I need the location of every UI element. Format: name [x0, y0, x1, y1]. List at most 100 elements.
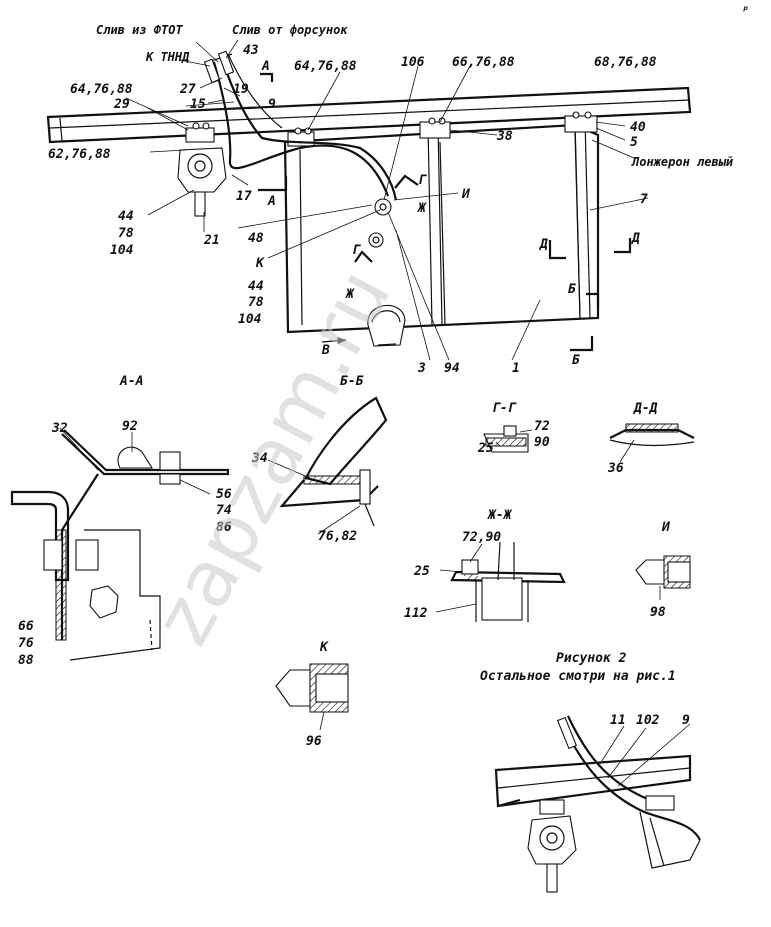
figure-subtitle: Остальное смотри на рис.1 — [480, 669, 676, 684]
callout-drain-injectors: Слив от форсунок — [232, 23, 348, 37]
view-arrow-v — [321, 337, 347, 345]
section-k-title: К — [319, 640, 329, 655]
section-gg — [483, 425, 533, 453]
svg-text:78: 78 — [248, 295, 264, 310]
callout-drain-ftot: Слив из ФТОТ — [96, 23, 183, 37]
cut-mark-g2 — [354, 250, 373, 263]
svg-text:Г: Г — [352, 243, 361, 258]
svg-text:106: 106 — [401, 55, 425, 70]
svg-text:К: К — [255, 256, 265, 271]
section-bb-title: Б-Б — [340, 374, 364, 389]
callout-to-tnnd: К ТННД — [145, 50, 190, 64]
cut-mark-b2 — [570, 336, 594, 352]
svg-text:А: А — [261, 59, 270, 74]
tank-strap-mid — [427, 124, 443, 326]
svg-text:9: 9 — [682, 713, 690, 728]
section-aa — [10, 427, 230, 661]
svg-text:68,76,88: 68,76,88 — [594, 55, 657, 70]
svg-text:15: 15 — [190, 97, 206, 112]
longeron-flange — [49, 99, 691, 129]
svg-text:Д: Д — [539, 237, 548, 252]
longeron-end — [59, 117, 63, 142]
svg-text:76,82: 76,82 — [318, 529, 357, 544]
cut-mark-d2 — [614, 238, 632, 254]
section-zhzh — [435, 541, 566, 622]
svg-text:25: 25 — [477, 441, 494, 456]
svg-text:Д: Д — [631, 231, 640, 246]
svg-text:72: 72 — [534, 419, 550, 434]
svg-text:44: 44 — [118, 209, 134, 224]
longeron-beam — [46, 86, 692, 144]
section-i-title: И — [661, 520, 670, 535]
cut-mark-a-top — [260, 72, 274, 82]
section-dd-title: Д-Д — [633, 401, 658, 416]
cut-mark-g — [394, 174, 419, 189]
section-i — [635, 555, 691, 600]
svg-text:112: 112 — [404, 606, 428, 621]
section-aa-title: А-А — [119, 374, 143, 389]
fuel-filter — [177, 147, 227, 217]
svg-text:В: В — [321, 343, 330, 358]
cut-mark-d1 — [548, 240, 566, 260]
section-dd — [609, 423, 695, 463]
svg-text:3: 3 — [417, 361, 426, 376]
figure-2 — [494, 715, 701, 893]
svg-text:Г: Г — [418, 173, 427, 188]
svg-text:17: 17 — [236, 189, 252, 204]
svg-text:48: 48 — [248, 231, 264, 246]
section-gg-title: Г-Г — [492, 401, 517, 416]
svg-text:5: 5 — [630, 135, 638, 150]
bracket-left — [185, 127, 215, 143]
svg-text:43: 43 — [243, 43, 259, 58]
svg-text:25: 25 — [413, 564, 430, 579]
svg-text:1: 1 — [512, 361, 520, 376]
section-k — [275, 663, 349, 731]
svg-text:64,76,88: 64,76,88 — [294, 59, 357, 74]
svg-text:66: 66 — [18, 619, 34, 634]
svg-text:Ж: Ж — [417, 201, 427, 216]
callout-longeron-left: Лонжерон левый — [631, 155, 734, 169]
svg-text:7: 7 — [640, 192, 648, 207]
svg-text:32: 32 — [51, 421, 68, 436]
svg-text:72,90: 72,90 — [462, 530, 501, 545]
fuel-line-17 — [212, 61, 390, 197]
svg-text:76: 76 — [18, 636, 34, 651]
svg-text:98: 98 — [650, 605, 666, 620]
tank-cap — [367, 305, 406, 347]
svg-text:И: И — [461, 187, 470, 202]
svg-text:44: 44 — [248, 279, 264, 294]
svg-text:88: 88 — [18, 653, 34, 668]
main-view — [46, 39, 692, 361]
bracket-mid-left — [287, 131, 315, 147]
bracket-right — [564, 115, 598, 133]
svg-text:Б: Б — [572, 353, 580, 368]
aa-clamp-92 — [117, 446, 153, 469]
svg-text:34: 34 — [251, 451, 268, 466]
svg-text:21: 21 — [203, 233, 220, 248]
svg-text:104: 104 — [238, 312, 262, 327]
svg-text:62,76,88: 62,76,88 — [48, 147, 111, 162]
tank-strap-right — [574, 119, 591, 319]
svg-text:19: 19 — [233, 82, 249, 97]
labels: Слив из ФТОТ Слив от форсунок К ТННД Лон… — [18, 3, 749, 749]
svg-text:Б: Б — [568, 282, 576, 297]
svg-text:66,76,88: 66,76,88 — [452, 55, 515, 70]
svg-text:36: 36 — [607, 461, 624, 476]
section-bb — [267, 396, 388, 535]
svg-text:78: 78 — [118, 226, 134, 241]
svg-text:А: А — [267, 194, 276, 209]
cut-mark-b1 — [586, 292, 600, 306]
svg-text:90: 90 — [534, 435, 550, 450]
section-zhzh-title: Ж-Ж — [487, 508, 513, 523]
svg-text:64,76,88: 64,76,88 — [70, 82, 133, 97]
svg-text:86: 86 — [216, 520, 232, 535]
svg-text:11: 11 — [610, 713, 626, 728]
svg-text:38: 38 — [496, 129, 513, 144]
bracket-mid — [419, 121, 451, 139]
figure-title: Рисунок 2 — [556, 651, 627, 666]
svg-text:94: 94 — [444, 361, 460, 376]
corner-mark: ᵖ — [742, 3, 749, 17]
svg-text:27: 27 — [179, 82, 196, 97]
